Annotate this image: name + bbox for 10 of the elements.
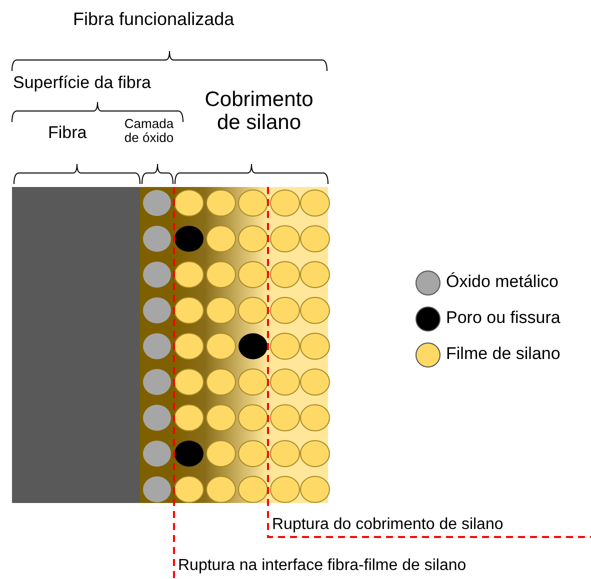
legend-label: Poro ou fissura bbox=[446, 309, 560, 328]
rupture-label: Ruptura do cobrimento de silano bbox=[272, 516, 504, 534]
rupture-label: Ruptura na interface fibra-filme de silano bbox=[178, 557, 466, 575]
legend-label: Óxido metálico bbox=[446, 273, 558, 292]
region-label: Cobrimento de silano bbox=[204, 88, 314, 134]
region-label: Fibra bbox=[48, 124, 87, 143]
region-label: Fibra funcionalizada bbox=[73, 10, 234, 30]
legend-label: Filme de silano bbox=[446, 345, 560, 364]
region-label: Superfície da fibra bbox=[13, 74, 151, 93]
region-label: Camada de óxido bbox=[123, 117, 175, 146]
